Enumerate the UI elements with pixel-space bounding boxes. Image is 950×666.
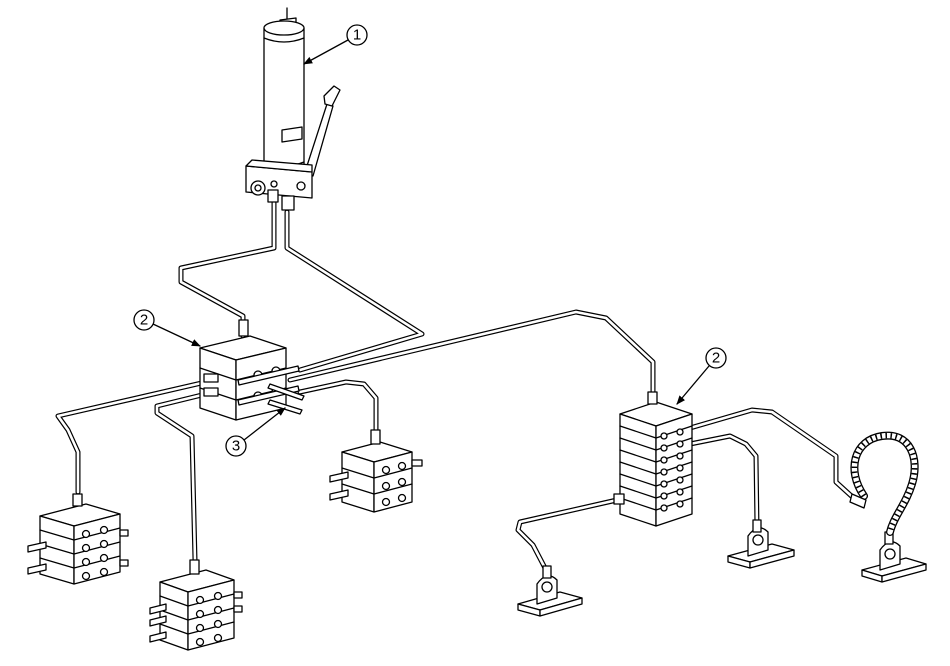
- pipe-divider-to-lower-left-block: [154, 391, 209, 563]
- right-distributor: [613, 391, 693, 527]
- top-divider-block: [199, 319, 305, 421]
- pipe-divider-to-center-block: [297, 379, 379, 433]
- pillow-block-bearing-hose: [861, 531, 927, 583]
- flexible-hose: [849, 431, 919, 536]
- pillow-block-bearing-left: [517, 565, 583, 617]
- pipe-pump-to-right-divider: [284, 209, 425, 373]
- grease-pump: [245, 7, 341, 211]
- pipes: [55, 197, 861, 571]
- pipe-block-to-hose: [687, 407, 861, 505]
- callout-1: 1: [303, 24, 368, 65]
- callout-2-right-label: 2: [712, 350, 720, 367]
- pipe-block-to-right-bearing: [687, 433, 760, 531]
- pipe-divider-to-far-left-block: [55, 379, 209, 495]
- center-distributor: [329, 429, 423, 513]
- callout-1-label: 1: [353, 27, 361, 44]
- callout-2-right: 2: [676, 347, 727, 405]
- callout-3-label: 3: [232, 438, 240, 455]
- lower-left-distributor: [149, 559, 243, 651]
- callout-2-left-label: 2: [140, 312, 148, 329]
- pipe-divider-to-right-block: [287, 309, 656, 395]
- callout-2-left: 2: [133, 309, 201, 347]
- far-left-distributor: [27, 493, 129, 585]
- pipe-pump-to-left-divider: [178, 197, 277, 339]
- pipe-block-to-left-bearing: [515, 497, 620, 571]
- callout-3: 3: [225, 407, 286, 457]
- pillow-block-bearing-right: [727, 519, 795, 569]
